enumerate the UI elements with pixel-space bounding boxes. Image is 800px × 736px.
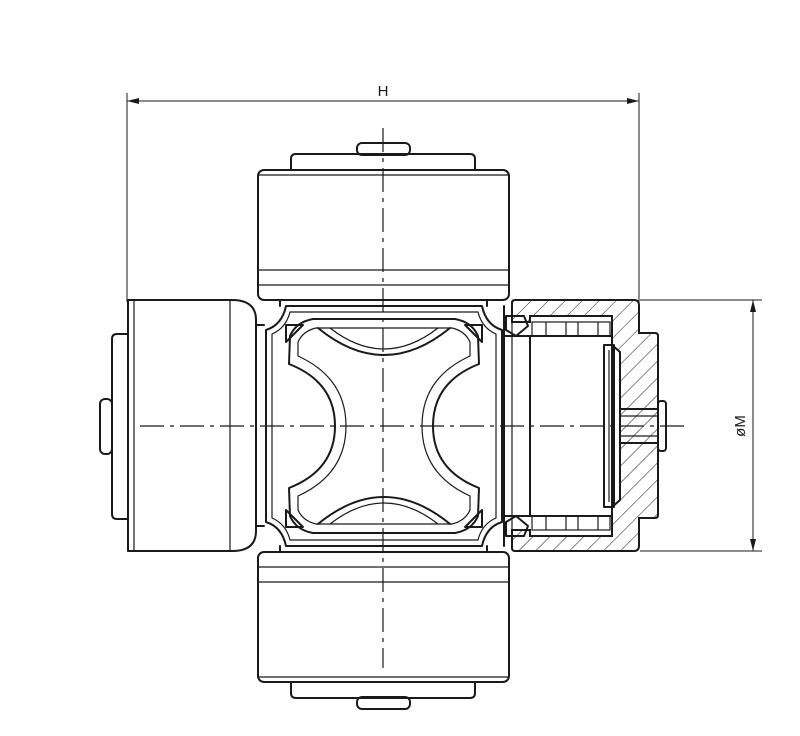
dimension-m-label: øM: [732, 415, 749, 437]
dimension-h-label: H: [378, 83, 389, 100]
dimension-diameter-m: øM: [640, 299, 762, 552]
bottom-bearing-cup: [257, 545, 510, 710]
needle-rollers-top: [531, 321, 611, 337]
dimension-h: H: [126, 83, 640, 302]
left-bearing-cup: [99, 299, 265, 552]
needle-rollers-bottom: [531, 515, 611, 531]
center-lines: [140, 128, 685, 668]
cross-spider-body: [265, 305, 503, 547]
